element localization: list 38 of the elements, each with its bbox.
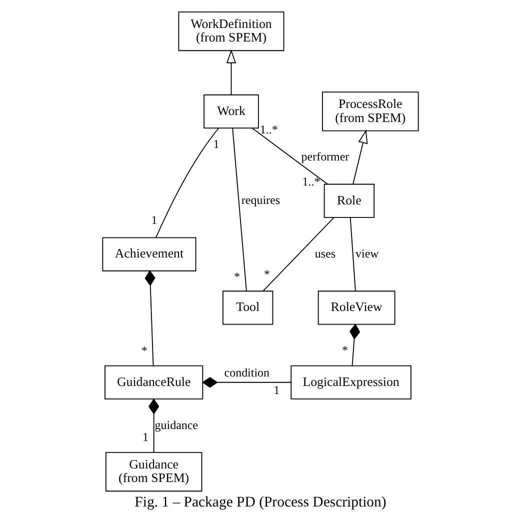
label: 1 <box>273 382 280 397</box>
label: 1..* <box>259 122 278 136</box>
connector <box>349 217 356 292</box>
connector <box>144 270 155 366</box>
label: 1 <box>142 430 148 444</box>
node-box: Tool <box>222 290 273 325</box>
label: 1 <box>150 213 157 228</box>
caption: Fig. 1 – Package PD (Process Description) <box>134 494 386 511</box>
edge-label: performer <box>300 150 349 164</box>
connector <box>155 128 218 238</box>
edge-label: uses <box>314 246 336 260</box>
connector <box>349 324 360 366</box>
connector <box>251 128 328 185</box>
node-box: ProcessRole (from SPEM) <box>322 92 418 132</box>
label: * <box>264 267 270 282</box>
node-box: GuidanceRule <box>104 365 203 400</box>
arrow <box>352 130 368 184</box>
node-box: Work <box>203 94 258 128</box>
node-box: Achievement <box>102 237 196 272</box>
arrow <box>226 49 236 96</box>
node-box: Guidance (from SPEM) <box>104 452 202 492</box>
connector <box>202 377 291 388</box>
label: * <box>342 342 348 357</box>
edge-label: guidance <box>154 418 198 432</box>
connector <box>262 217 334 292</box>
connector <box>232 128 246 292</box>
connector <box>148 398 159 453</box>
node-box: Role <box>323 184 374 218</box>
edge-label: view <box>355 246 378 260</box>
node-box: WorkDefinition (from SPEM) <box>178 11 284 52</box>
label: 1 <box>212 136 219 151</box>
node-box: RoleView <box>317 290 395 325</box>
node-box: LogicalExpression <box>290 365 411 400</box>
label: * <box>140 344 147 358</box>
edge-label: condition <box>224 365 270 380</box>
edge-label: requires <box>240 192 280 207</box>
label: 1..* <box>302 174 320 189</box>
label: * <box>234 269 240 284</box>
